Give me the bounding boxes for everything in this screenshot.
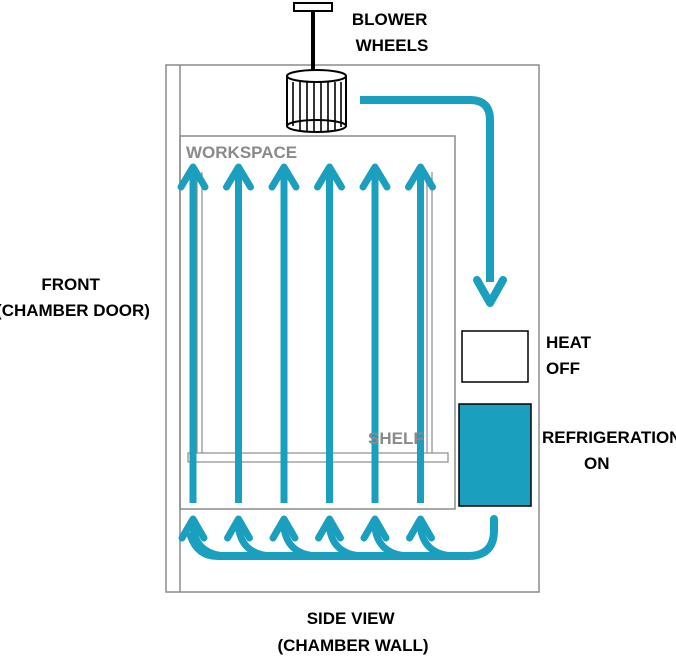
airflow-bottom-return <box>187 515 498 560</box>
front-label: FRONT (CHAMBER DOOR) <box>0 275 150 320</box>
workspace-box <box>179 135 456 510</box>
airflow-upward-arrow <box>268 163 300 503</box>
airflow-upward-arrowhead <box>314 163 345 191</box>
refrigeration-status-label: REFRIGERATION ON <box>542 428 676 473</box>
airflow-upward-arrowhead <box>359 163 391 191</box>
airflow-upward-arrow <box>359 163 391 503</box>
airflow-upward-arrow <box>177 163 209 503</box>
airflow-hook-arrowhead <box>360 515 390 542</box>
airflow-top-return-arrowhead <box>473 276 507 307</box>
airflow-upward-arrowhead <box>223 163 254 191</box>
heat-status-label: HEAT OFF <box>546 333 596 378</box>
heat-element-box <box>461 330 529 383</box>
airflow-upward-arrowhead <box>268 163 300 191</box>
airflow-upward-arrowhead <box>405 163 436 191</box>
shelf-label: SHELF <box>368 429 424 448</box>
blower-wheel-icon <box>286 69 347 133</box>
blower-motor-cap <box>293 2 333 12</box>
shelf <box>187 452 449 463</box>
airflow-hook-arrowhead <box>224 515 253 542</box>
blower-wheels-label: BLOWER WHEELS <box>352 10 432 55</box>
airflow-top-return-arrow <box>360 96 494 282</box>
refrigeration-coil-box <box>458 403 532 507</box>
airflow-upward-arrow <box>223 163 254 503</box>
airflow-hook-arrowhead <box>406 515 435 542</box>
airflow-hook-arrowhead <box>315 515 344 542</box>
airflow-upward-arrow <box>405 163 436 503</box>
airflow-upward-arrow <box>314 163 345 503</box>
side-view-label: SIDE VIEW (CHAMBER WALL) <box>277 609 428 655</box>
airflow-upward-group <box>177 163 436 503</box>
workspace-label: WORKSPACE <box>186 143 297 162</box>
airflow-hook-arrowhead <box>178 515 208 542</box>
airflow-upward-arrowhead <box>177 163 209 191</box>
airflow-hook-arrowhead <box>269 515 299 542</box>
